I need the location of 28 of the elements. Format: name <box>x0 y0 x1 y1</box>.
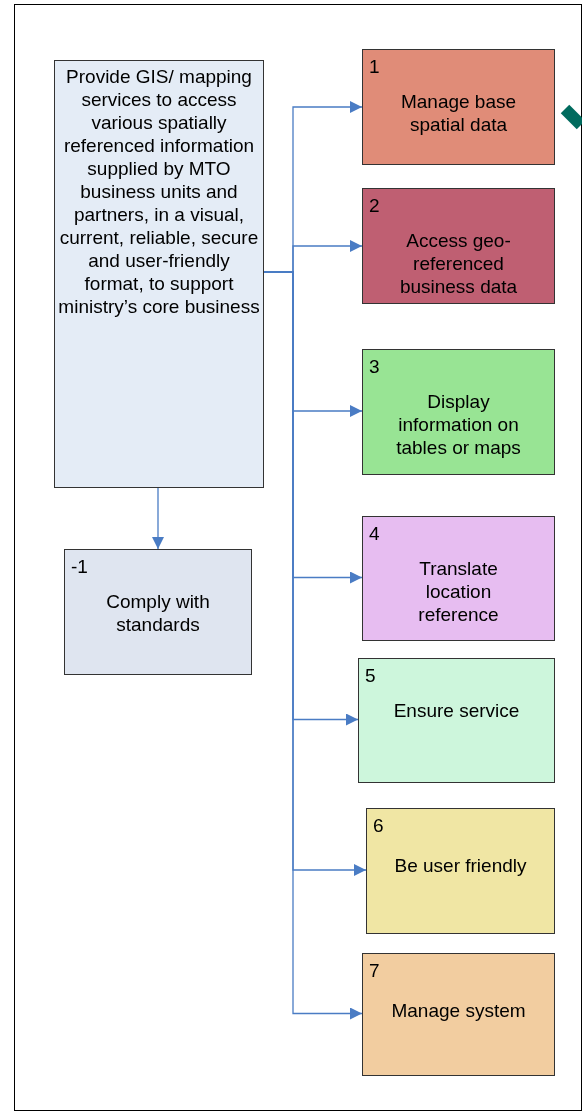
function-label: Comply with standards <box>105 590 211 636</box>
function-number: 4 <box>369 523 380 545</box>
function-number: 3 <box>369 356 380 378</box>
goal-box <box>54 60 264 488</box>
function-number: 7 <box>369 960 380 982</box>
function-box <box>362 49 555 165</box>
function-label: Access geo-referenced business data <box>398 229 519 298</box>
function-label: Ensure service <box>392 699 521 722</box>
function-label: Manage system <box>390 999 527 1022</box>
function-label: Manage base spatial data <box>399 90 518 136</box>
function-box <box>366 808 555 934</box>
goal-text: Provide GIS/ mapping services to access various spatially referenced information supplied by MTO business units and partners, in a visual, current, reliable, secure and user-friendly format, to support ministry’s core business <box>57 65 261 318</box>
function-box <box>64 549 252 675</box>
function-box <box>362 349 555 475</box>
function-box <box>362 953 555 1076</box>
thick-connector <box>560 104 582 130</box>
function-box <box>362 516 555 641</box>
function-number: 6 <box>373 815 384 837</box>
function-number: -1 <box>71 556 88 578</box>
arrow <box>152 487 164 550</box>
function-box <box>358 658 555 783</box>
function-box <box>362 188 555 304</box>
function-label: Display information on tables or maps <box>395 390 522 459</box>
function-label: Translate location reference <box>417 557 500 626</box>
function-number: 5 <box>365 665 376 687</box>
function-label: Be user friendly <box>393 854 528 877</box>
function-number: 2 <box>369 195 380 217</box>
function-number: 1 <box>369 56 380 78</box>
